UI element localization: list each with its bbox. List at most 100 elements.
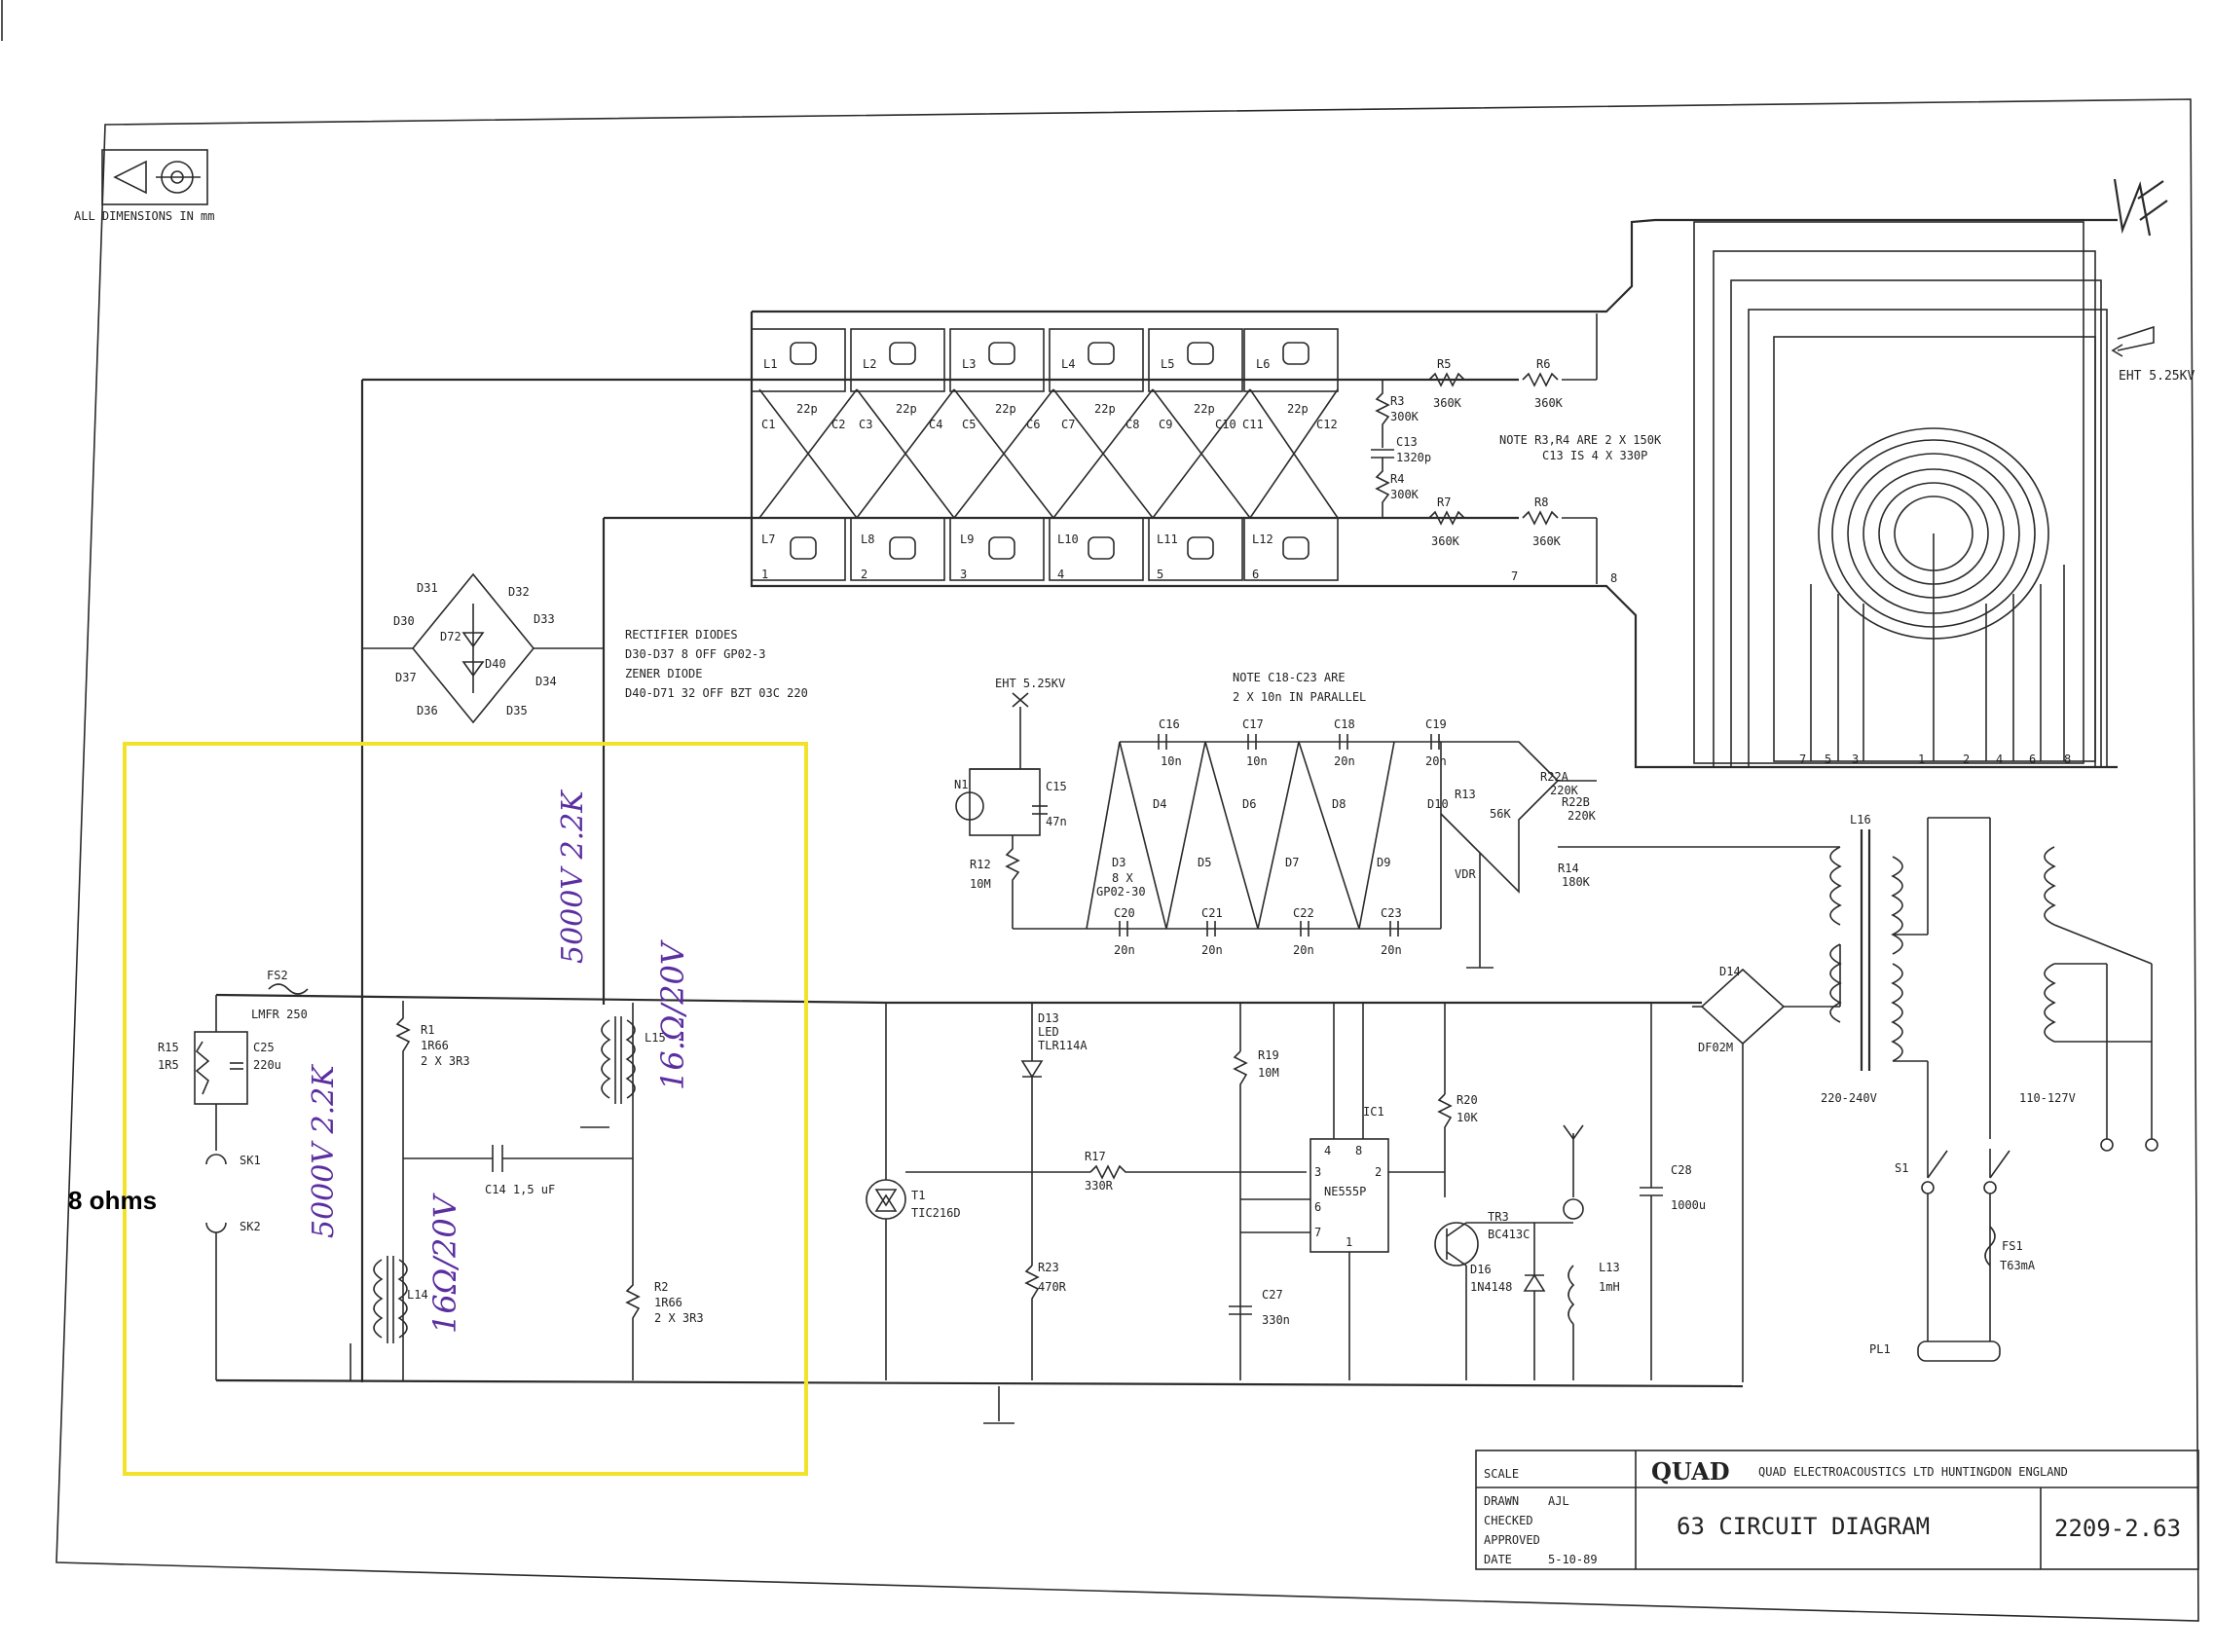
svg-text:360K: 360K: [1433, 396, 1462, 410]
svg-text:C17: C17: [1242, 717, 1264, 731]
svg-text:2 X 3R3: 2 X 3R3: [421, 1054, 470, 1068]
svg-text:R8: R8: [1534, 496, 1548, 509]
svg-text:TLR114A: TLR114A: [1038, 1039, 1088, 1052]
svg-text:SK2: SK2: [240, 1220, 261, 1233]
dims-note: ALL DIMENSIONS IN mm: [74, 209, 215, 223]
svg-text:R15: R15: [158, 1041, 179, 1054]
svg-text:D36: D36: [417, 704, 438, 717]
svg-text:D37: D37: [395, 671, 417, 684]
svg-text:C11: C11: [1242, 418, 1264, 431]
svg-text:D10: D10: [1427, 797, 1449, 811]
svg-text:5-10-89: 5-10-89: [1548, 1553, 1598, 1566]
svg-text:330R: 330R: [1085, 1179, 1114, 1193]
svg-text:1R5: 1R5: [158, 1058, 179, 1072]
svg-text:2: 2: [1375, 1165, 1382, 1179]
svg-text:300K: 300K: [1390, 488, 1420, 501]
projection-symbol-icon: [101, 149, 208, 205]
svg-text:20n: 20n: [1114, 943, 1135, 957]
svg-text:L5: L5: [1161, 357, 1174, 371]
svg-text:3: 3: [1852, 753, 1859, 766]
svg-text:NOTE R3,R4 ARE 2 X 150K: NOTE R3,R4 ARE 2 X 150K: [1499, 433, 1662, 447]
svg-text:D30: D30: [393, 614, 415, 628]
svg-text:DF02M: DF02M: [1698, 1041, 1733, 1054]
svg-text:L9: L9: [960, 532, 974, 546]
svg-text:GP02-30: GP02-30: [1096, 885, 1146, 899]
drawing-number: 2209-2.63: [2054, 1515, 2181, 1542]
svg-text:D35: D35: [506, 704, 528, 717]
svg-text:ZENER DIODE: ZENER DIODE: [625, 667, 702, 680]
svg-text:D9: D9: [1377, 856, 1390, 869]
delay-line: L1 L2 L3 L4 L5 L6 L7 L8 L9 L10 L11 L12 1…: [360, 313, 1662, 1382]
svg-text:D7: D7: [1285, 856, 1299, 869]
protection-section: T1 TIC216D D13 LED TLR114A R17 330R R23 …: [866, 1001, 1706, 1424]
svg-text:D32: D32: [508, 585, 530, 599]
svg-text:1R66: 1R66: [421, 1039, 449, 1052]
svg-text:N1: N1: [954, 778, 968, 791]
svg-text:22p: 22p: [995, 402, 1016, 416]
svg-text:C13: C13: [1396, 435, 1418, 449]
svg-text:C9: C9: [1159, 418, 1172, 431]
svg-text:360K: 360K: [1534, 396, 1564, 410]
svg-text:FS1: FS1: [2002, 1239, 2023, 1253]
svg-text:T63mA: T63mA: [2000, 1259, 2036, 1272]
svg-text:22p: 22p: [896, 402, 917, 416]
svg-text:20n: 20n: [1381, 943, 1402, 957]
svg-text:R3: R3: [1390, 394, 1404, 408]
svg-text:1000u: 1000u: [1671, 1198, 1706, 1212]
svg-text:10M: 10M: [970, 877, 991, 891]
svg-text:VDR: VDR: [1455, 867, 1476, 881]
svg-text:8: 8: [1355, 1144, 1362, 1157]
svg-text:6: 6: [1252, 568, 1259, 581]
svg-text:R7: R7: [1437, 496, 1451, 509]
svg-text:C28: C28: [1671, 1163, 1692, 1177]
svg-text:T1: T1: [911, 1189, 925, 1202]
mains-input: S1 FS1 T63mA PL1: [1869, 1149, 2036, 1362]
svg-text:R14: R14: [1558, 862, 1579, 875]
handwritten-notes: 5000V 2.2K 5000V 2.2K 16Ω/20V 16.Ω/20V: [307, 789, 691, 1334]
svg-text:L4: L4: [1061, 357, 1075, 371]
svg-text:D13: D13: [1038, 1011, 1059, 1025]
svg-text:TR3: TR3: [1488, 1210, 1509, 1224]
svg-text:C4: C4: [929, 418, 942, 431]
handwritten-l14: 16Ω/20V: [426, 1193, 463, 1334]
eht-label-top: EHT 5.25KV: [2119, 369, 2195, 384]
svg-text:56K: 56K: [1490, 807, 1511, 821]
svg-text:4: 4: [1996, 753, 2003, 766]
svg-text:R22A: R22A: [1540, 770, 1569, 784]
eht-harness: 7 5 3 1 2 4 6 8 EHT 5.25KV: [750, 218, 2195, 769]
svg-text:NE555P: NE555P: [1324, 1185, 1366, 1198]
svg-text:10n: 10n: [1161, 754, 1182, 768]
svg-text:6: 6: [1314, 1200, 1321, 1214]
svg-text:L15: L15: [645, 1031, 666, 1045]
svg-text:C2: C2: [831, 418, 845, 431]
svg-text:L6: L6: [1256, 357, 1270, 371]
svg-text:1mH: 1mH: [1599, 1280, 1620, 1294]
svg-text:R23: R23: [1038, 1261, 1059, 1274]
svg-text:180K: 180K: [1562, 875, 1591, 889]
voltage-multiplier: EHT 5.25KV N1 C15 47n R12 10M C16 10n C1…: [954, 671, 1449, 957]
svg-text:APPROVED: APPROVED: [1484, 1533, 1540, 1547]
svg-text:RECTIFIER DIODES: RECTIFIER DIODES: [625, 628, 738, 642]
svg-text:22p: 22p: [1094, 402, 1116, 416]
svg-text:C1: C1: [761, 418, 775, 431]
svg-text:L14: L14: [407, 1288, 428, 1302]
drawing-title: 63 CIRCUIT DIAGRAM: [1677, 1513, 1930, 1540]
svg-text:SK1: SK1: [240, 1154, 261, 1167]
svg-text:C20: C20: [1114, 906, 1135, 920]
svg-text:360K: 360K: [1431, 534, 1460, 548]
svg-text:1: 1: [1346, 1235, 1352, 1249]
svg-text:D31: D31: [417, 581, 438, 595]
svg-text:8: 8: [1610, 571, 1617, 585]
svg-text:L8: L8: [861, 532, 874, 546]
mains-transformer: L16 220-240V 110-127V: [1821, 813, 2158, 1152]
svg-text:C10: C10: [1215, 418, 1236, 431]
svg-text:10n: 10n: [1246, 754, 1268, 768]
svg-text:330n: 330n: [1262, 1313, 1290, 1327]
svg-text:EHT 5.25KV: EHT 5.25KV: [995, 677, 1065, 690]
svg-text:PL1: PL1: [1869, 1342, 1891, 1356]
svg-text:20n: 20n: [1293, 943, 1314, 957]
svg-text:BC413C: BC413C: [1488, 1228, 1530, 1241]
svg-text:220u: 220u: [253, 1058, 281, 1072]
svg-text:R22B: R22B: [1562, 795, 1590, 809]
svg-text:C25: C25: [253, 1041, 275, 1054]
